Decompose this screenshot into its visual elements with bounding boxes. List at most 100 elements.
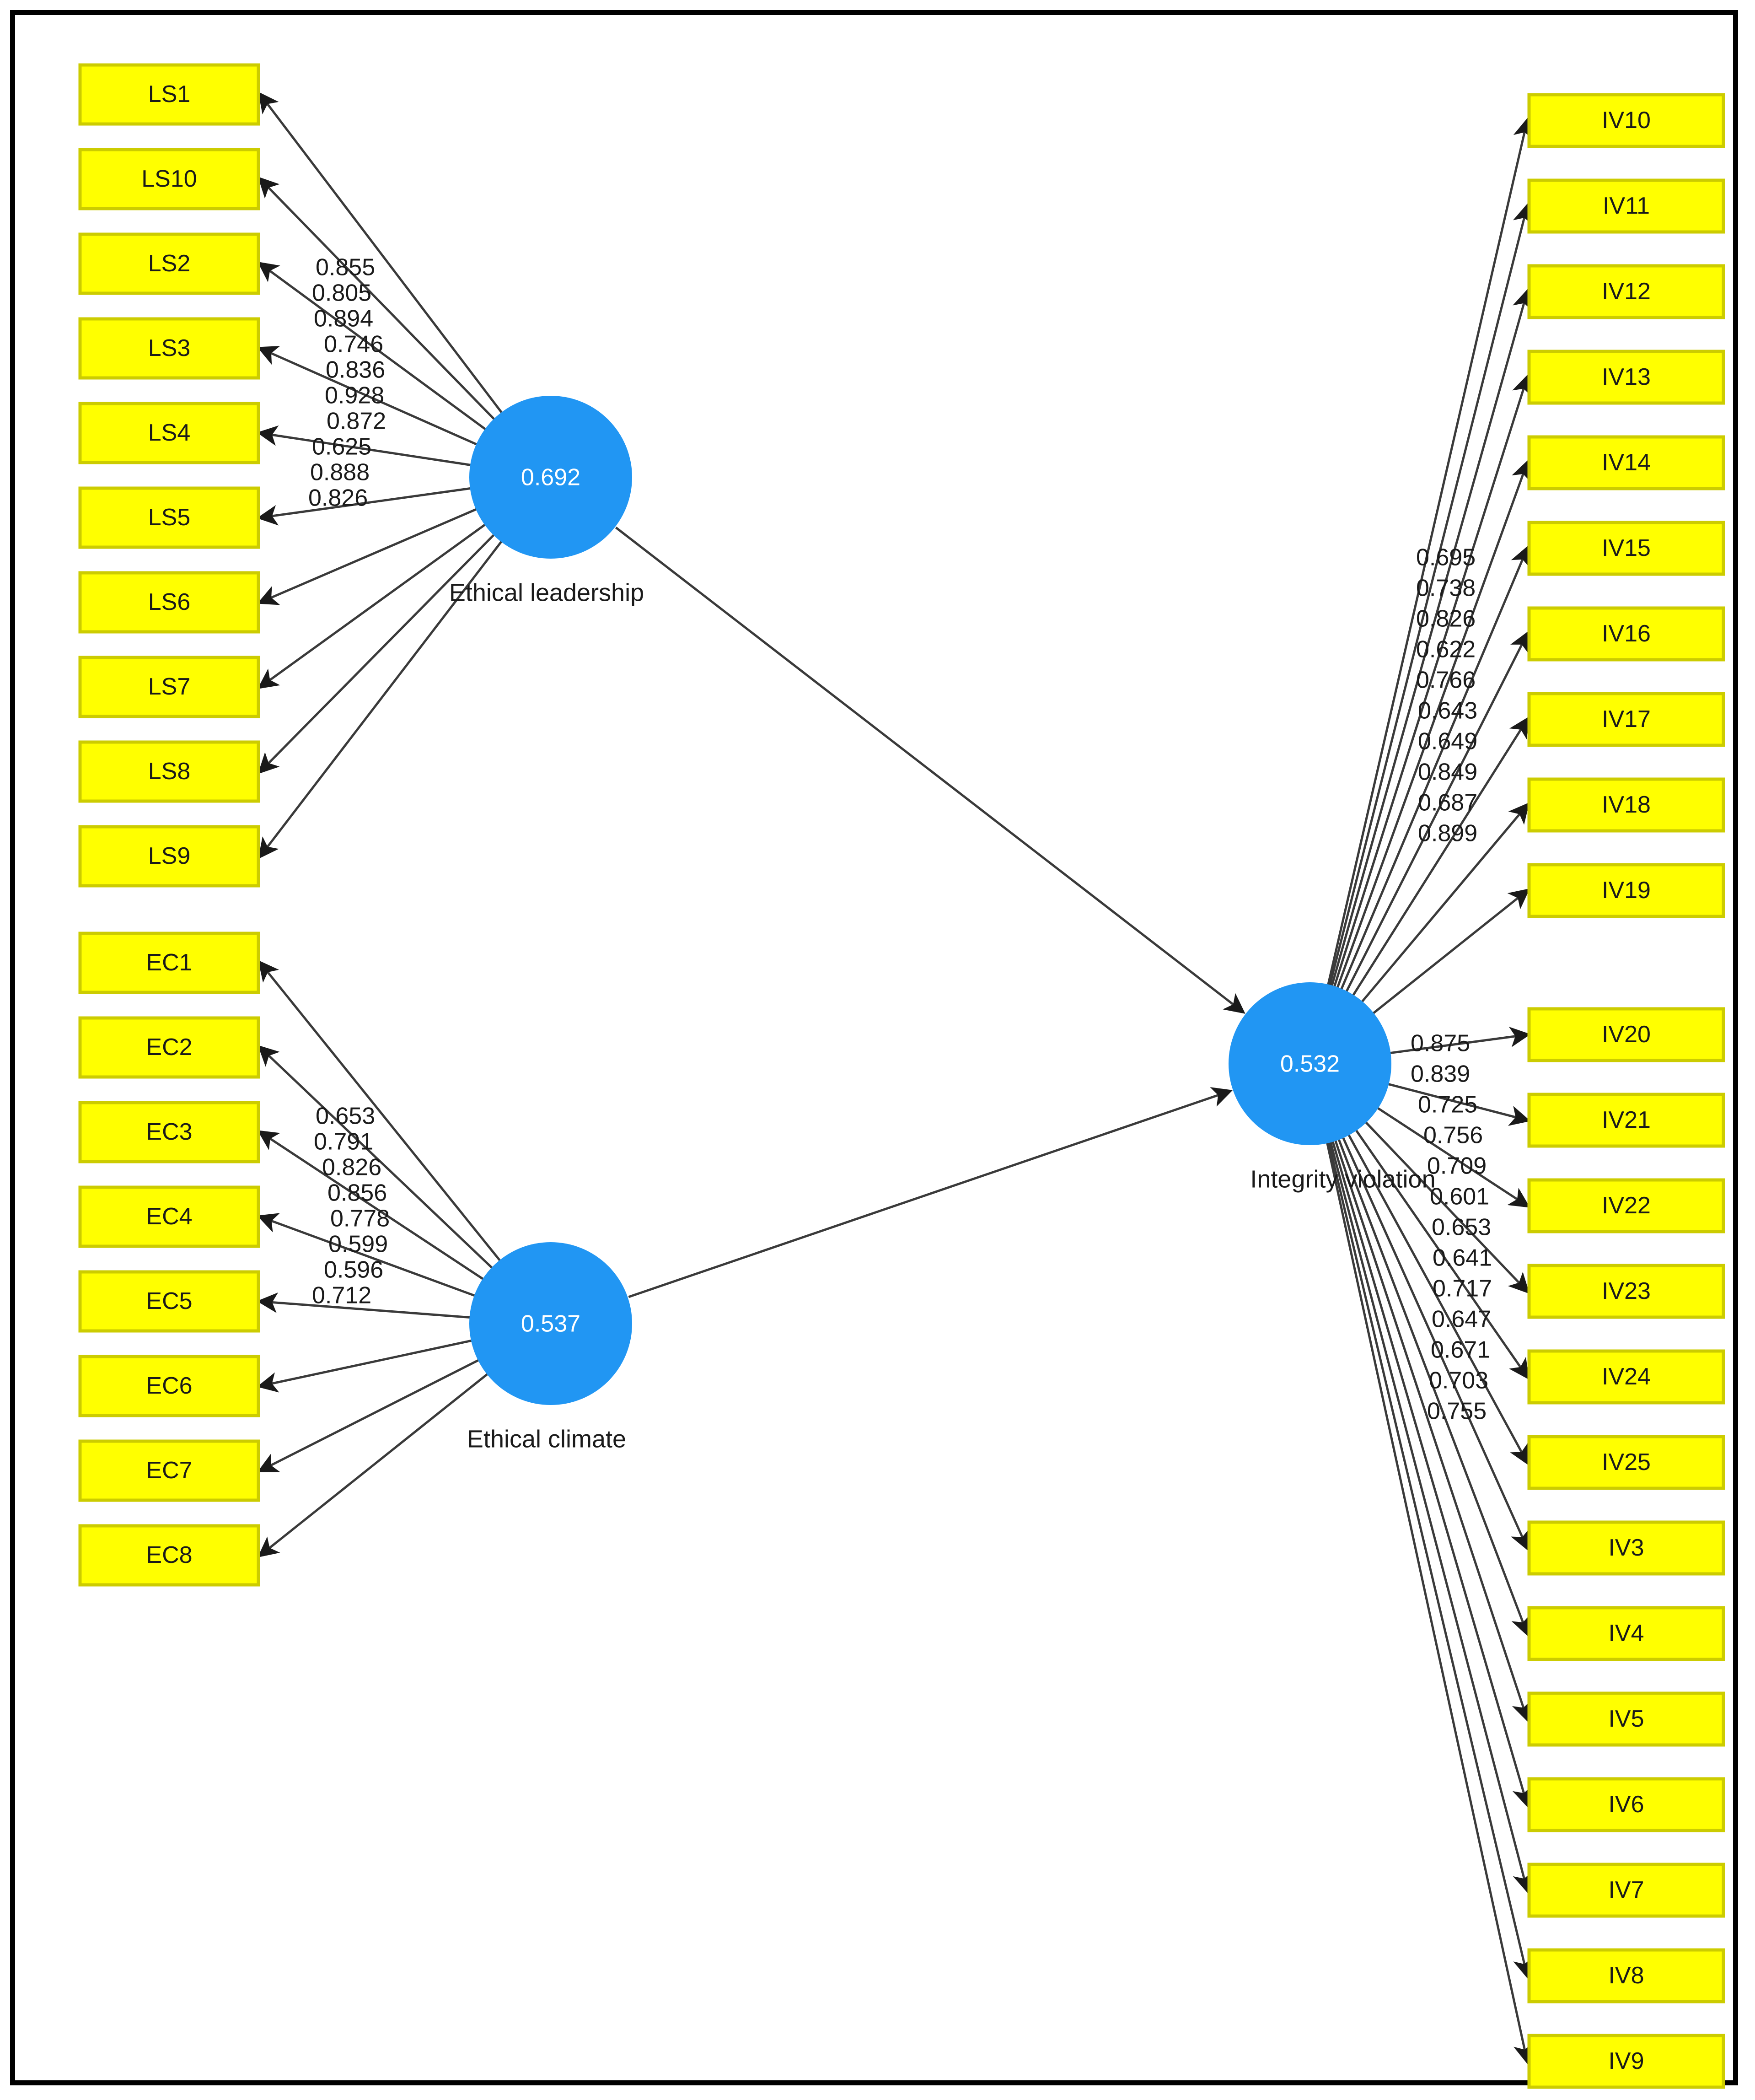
edges-layer bbox=[257, 92, 1534, 2065]
indicator-box[interactable]: IV12 bbox=[1527, 264, 1725, 319]
ec-rect-EC7[interactable] bbox=[78, 1439, 260, 1502]
indicator-box[interactable]: EC4 bbox=[78, 1185, 260, 1248]
indicator-box[interactable]: IV16 bbox=[1527, 606, 1725, 662]
ivu-rect-IV12[interactable] bbox=[1527, 264, 1725, 319]
ec-rect-EC5[interactable] bbox=[78, 1270, 260, 1333]
ivl-loading-4: 0.709 bbox=[1427, 1153, 1487, 1179]
indicator-box[interactable]: LS6 bbox=[78, 571, 260, 634]
indicator-box[interactable]: IV8 bbox=[1527, 1948, 1725, 2003]
ec-rect-EC2[interactable] bbox=[78, 1016, 260, 1079]
indicator-box[interactable]: EC6 bbox=[78, 1355, 260, 1417]
indicator-box[interactable]: IV14 bbox=[1527, 435, 1725, 490]
measurement-edge-IV4 bbox=[1337, 1137, 1531, 1637]
indicator-box[interactable]: IV4 bbox=[1527, 1606, 1725, 1661]
ls-rect-LS1[interactable] bbox=[78, 63, 260, 126]
ivu-rect-IV19[interactable] bbox=[1527, 863, 1725, 918]
indicator-box[interactable]: IV18 bbox=[1527, 777, 1725, 833]
indicator-box[interactable]: IV13 bbox=[1527, 350, 1725, 405]
ec-rect-EC6[interactable] bbox=[78, 1355, 260, 1417]
indicator-box[interactable]: IV3 bbox=[1527, 1520, 1725, 1576]
indicator-box[interactable]: IV17 bbox=[1527, 692, 1725, 747]
indicator-box[interactable]: EC5 bbox=[78, 1270, 260, 1333]
ivu-rect-IV15[interactable] bbox=[1527, 521, 1725, 576]
ls-label-LS1: LS1 bbox=[148, 81, 191, 108]
indicator-box[interactable]: IV24 bbox=[1527, 1349, 1725, 1405]
ivl-rect-IV23[interactable] bbox=[1527, 1264, 1725, 1319]
indicator-box[interactable]: EC1 bbox=[78, 932, 260, 994]
indicator-box[interactable]: EC2 bbox=[78, 1016, 260, 1079]
ivu-rect-IV18[interactable] bbox=[1527, 777, 1725, 833]
indicator-box[interactable]: LS8 bbox=[78, 740, 260, 803]
indicator-box[interactable]: IV15 bbox=[1527, 521, 1725, 576]
ivu-rect-IV11[interactable] bbox=[1527, 178, 1725, 234]
ivl-rect-IV22[interactable] bbox=[1527, 1178, 1725, 1233]
ivl-rect-IV8[interactable] bbox=[1527, 1948, 1725, 2003]
indicator-box[interactable]: IV22 bbox=[1527, 1178, 1725, 1233]
indicator-box[interactable]: LS7 bbox=[78, 656, 260, 718]
indicator-box[interactable]: LS3 bbox=[78, 317, 260, 380]
ivl-rect-IV5[interactable] bbox=[1527, 1691, 1725, 1747]
indicator-box[interactable]: LS10 bbox=[78, 148, 260, 210]
indicator-box[interactable]: IV5 bbox=[1527, 1691, 1725, 1747]
ivl-rect-IV4[interactable] bbox=[1527, 1606, 1725, 1661]
indicator-box[interactable]: IV25 bbox=[1527, 1435, 1725, 1490]
ec-rect-EC3[interactable] bbox=[78, 1101, 260, 1163]
ivl-rect-IV6[interactable] bbox=[1527, 1777, 1725, 1832]
diagram-frame bbox=[10, 10, 1738, 2085]
latent-node-ethical-leadership[interactable]: 0.692 bbox=[469, 396, 632, 559]
ivl-rect-IV21[interactable] bbox=[1527, 1093, 1725, 1148]
measurement-edge-IV19 bbox=[1371, 888, 1530, 1015]
indicator-box[interactable]: LS2 bbox=[78, 232, 260, 295]
indicator-box[interactable]: IV19 bbox=[1527, 863, 1725, 918]
indicator-box[interactable]: LS1 bbox=[78, 63, 260, 126]
indicator-box[interactable]: IV23 bbox=[1527, 1264, 1725, 1319]
indicator-box[interactable]: IV21 bbox=[1527, 1093, 1725, 1148]
indicator-box[interactable]: EC7 bbox=[78, 1439, 260, 1502]
indicator-box[interactable]: IV6 bbox=[1527, 1777, 1725, 1832]
ls-rect-LS6[interactable] bbox=[78, 571, 260, 634]
ivu-rect-IV17[interactable] bbox=[1527, 692, 1725, 747]
ivu-rect-IV14[interactable] bbox=[1527, 435, 1725, 490]
ls-rect-LS9[interactable] bbox=[78, 825, 260, 888]
ls-rect-LS4[interactable] bbox=[78, 402, 260, 464]
indicator-box[interactable]: LS4 bbox=[78, 402, 260, 464]
ivl-label-IV7: IV7 bbox=[1608, 1877, 1644, 1903]
latent-circle-ethical-leadership[interactable] bbox=[469, 396, 632, 559]
indicator-box[interactable]: IV10 bbox=[1527, 93, 1725, 148]
latent-circle-integrity-violation[interactable] bbox=[1229, 982, 1391, 1145]
indicator-box[interactable]: EC8 bbox=[78, 1524, 260, 1587]
ls-rect-LS8[interactable] bbox=[78, 740, 260, 803]
ls-rect-LS10[interactable] bbox=[78, 148, 260, 210]
indicator-box[interactable]: LS5 bbox=[78, 486, 260, 549]
ec-rect-EC1[interactable] bbox=[78, 932, 260, 994]
latent-node-integrity-violation[interactable]: 0.532 bbox=[1229, 982, 1391, 1145]
latent-circle-ethical-climate[interactable] bbox=[469, 1242, 632, 1405]
ls-rect-LS7[interactable] bbox=[78, 656, 260, 718]
measurement-edge-EC1 bbox=[258, 960, 502, 1263]
ivu-rect-IV16[interactable] bbox=[1527, 606, 1725, 662]
ec-rect-EC8[interactable] bbox=[78, 1524, 260, 1587]
ivu-rect-IV10[interactable] bbox=[1527, 93, 1725, 148]
indicator-box[interactable]: EC3 bbox=[78, 1101, 260, 1163]
measurement-edge-LS2 bbox=[257, 262, 488, 431]
indicator-box[interactable]: LS9 bbox=[78, 825, 260, 888]
indicator-box[interactable]: IV7 bbox=[1527, 1863, 1725, 1918]
ivl-rect-IV20[interactable] bbox=[1527, 1007, 1725, 1062]
ls-rect-LS5[interactable] bbox=[78, 486, 260, 549]
indicator-box[interactable]: IV11 bbox=[1527, 178, 1725, 234]
ls-rect-LS2[interactable] bbox=[78, 232, 260, 295]
indicator-box[interactable]: IV20 bbox=[1527, 1007, 1725, 1062]
ivl-rect-IV24[interactable] bbox=[1527, 1349, 1725, 1405]
measurement-edge-LS10 bbox=[258, 177, 496, 421]
ec-rect-EC4[interactable] bbox=[78, 1185, 260, 1248]
ls-rect-LS3[interactable] bbox=[78, 317, 260, 380]
ivl-rect-IV25[interactable] bbox=[1527, 1435, 1725, 1490]
latent-node-ethical-climate[interactable]: 0.537 bbox=[469, 1242, 632, 1405]
ivl-rect-IV7[interactable] bbox=[1527, 1863, 1725, 1918]
ivl-rect-IV9[interactable] bbox=[1527, 2034, 1725, 2089]
ivu-rect-IV13[interactable] bbox=[1527, 350, 1725, 405]
measurement-edge-IV12 bbox=[1330, 288, 1533, 988]
indicator-box[interactable]: IV9 bbox=[1527, 2034, 1725, 2089]
ivl-rect-IV3[interactable] bbox=[1527, 1520, 1725, 1576]
